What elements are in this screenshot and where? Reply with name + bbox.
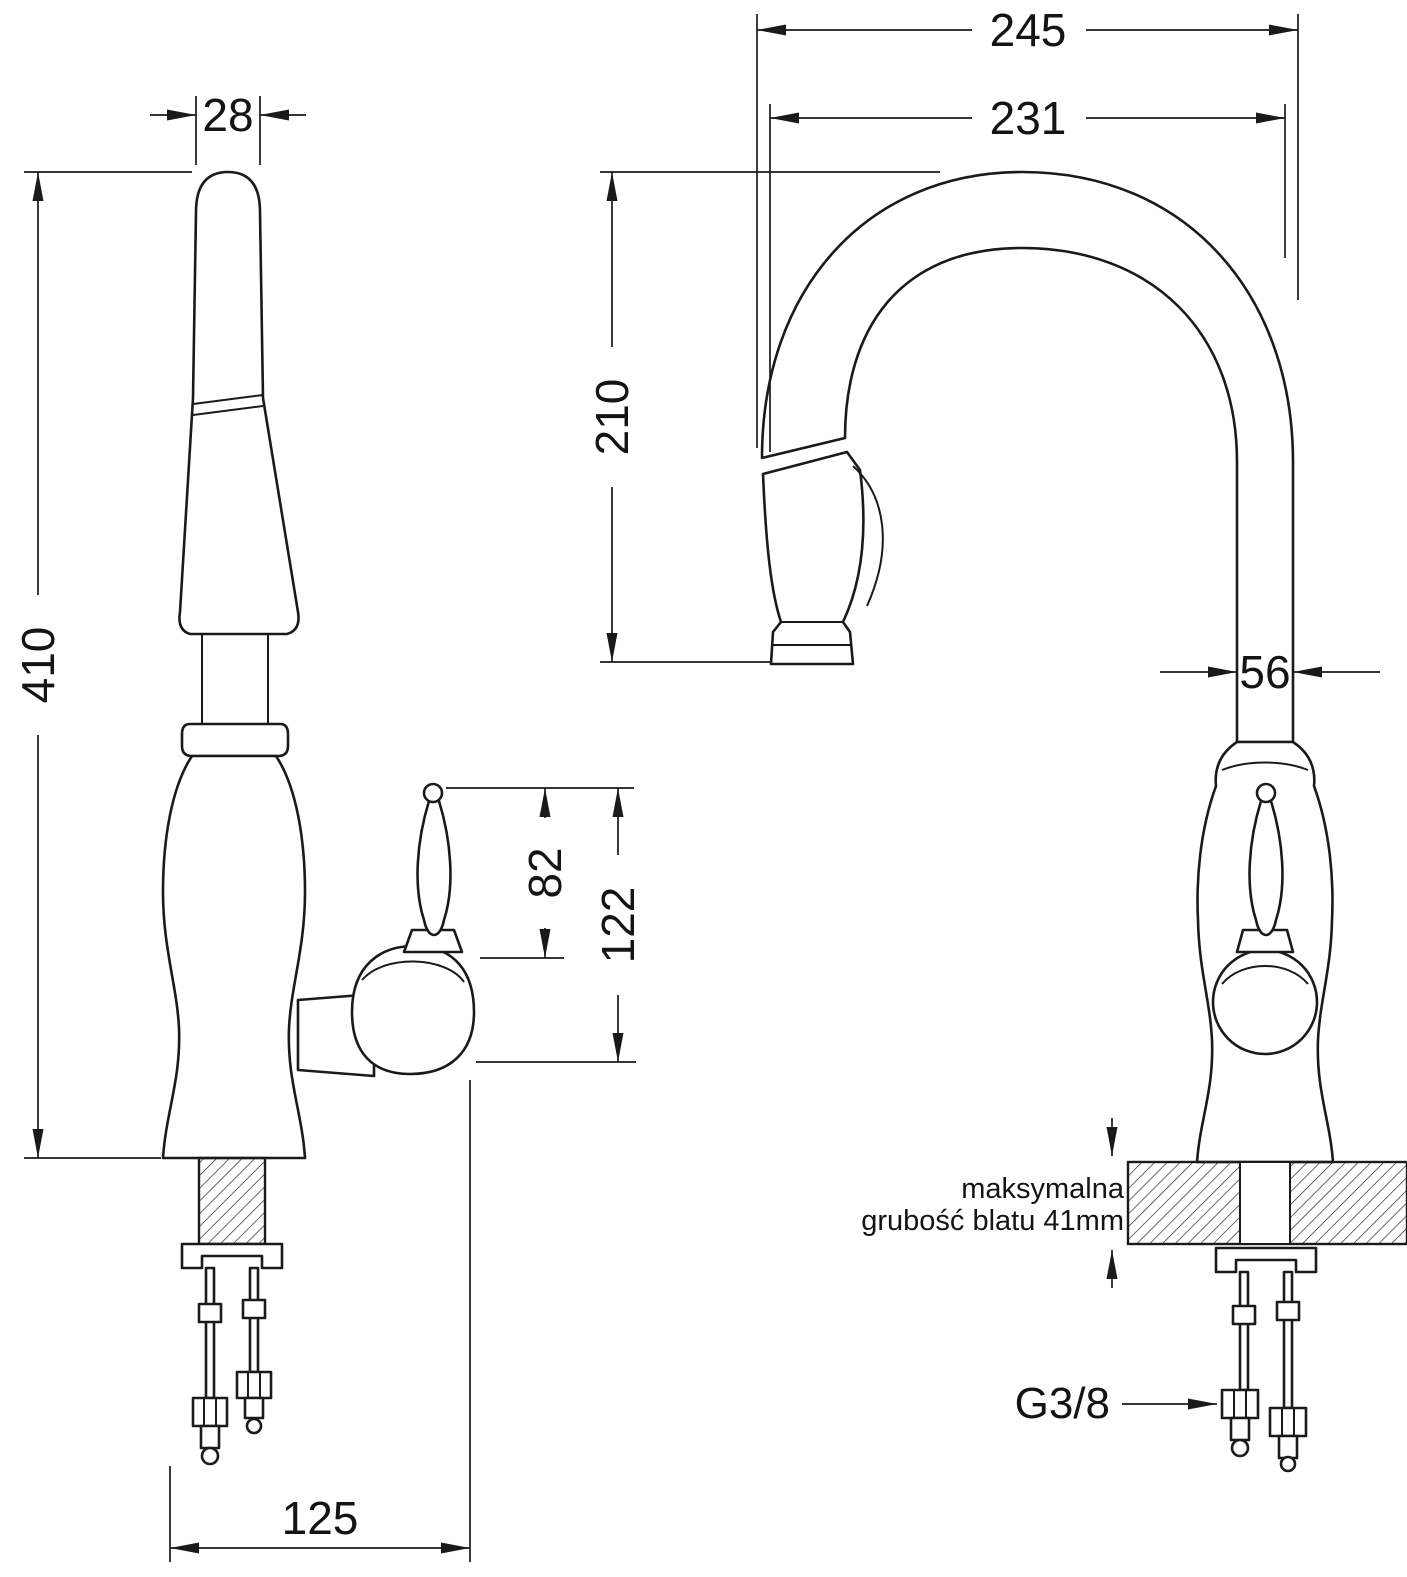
hose-tip-front-left xyxy=(1229,1416,1251,1442)
dim-label-overall-reach: 245 xyxy=(990,4,1067,56)
dim-label-spout-width: 28 xyxy=(202,89,253,141)
spray-grip-bump xyxy=(852,465,884,607)
neck-collar xyxy=(180,722,290,758)
lever-knob xyxy=(422,782,444,804)
dim-spout-height: 210 xyxy=(586,171,940,663)
label-backing xyxy=(586,347,638,487)
hose-hex-facets-front-right xyxy=(1281,1408,1295,1436)
body-collar-line xyxy=(1221,761,1309,771)
shank-through-counter-edges xyxy=(1239,1162,1291,1244)
side-view: 28 410 82 122 125 xyxy=(12,89,644,1562)
mounting-stud-front-right xyxy=(1282,1270,1294,1410)
stud-nut-front-right xyxy=(1275,1300,1301,1322)
mounting-bracket xyxy=(180,1242,284,1270)
lever-knob-front xyxy=(1255,782,1277,804)
shank-through-counter xyxy=(1240,1163,1290,1243)
stud-nut-front-left xyxy=(1231,1304,1257,1326)
hose-hex-nut-front-left xyxy=(1220,1388,1260,1420)
ball-joint-seam xyxy=(361,960,465,983)
extension-lines xyxy=(195,96,261,165)
hose-tip-right xyxy=(243,1396,265,1420)
dim-total-height: 410 xyxy=(12,171,192,1159)
dim-label-total-height: 410 xyxy=(12,627,64,704)
faucet-body xyxy=(161,754,307,1160)
hose-end-right xyxy=(245,1417,263,1435)
mounting-bracket-front xyxy=(1214,1246,1318,1274)
label-backing xyxy=(592,855,644,995)
stud-nut-left xyxy=(197,1302,223,1324)
spout-upper xyxy=(178,170,300,636)
countertop-thickness-note: maksymalna grubość blatu 41mm xyxy=(861,1118,1125,1288)
dim-label-handle-height: 122 xyxy=(592,887,644,964)
counter-note-line1: maksymalna xyxy=(961,1173,1125,1205)
label-backing xyxy=(519,818,571,928)
thread-callout: G3/8 xyxy=(1015,1379,1217,1428)
lever-handle xyxy=(416,799,452,937)
dim-label-column-width: 56 xyxy=(1239,646,1290,698)
hose-end-front-right xyxy=(1279,1455,1297,1473)
dim-overall-reach: 245 xyxy=(756,4,1299,448)
hose-tip-left xyxy=(199,1424,221,1450)
hose-end-left xyxy=(200,1446,220,1466)
extension-lines xyxy=(600,171,940,663)
hose-hex-nut-front-right xyxy=(1268,1406,1308,1438)
dim-label-spout-reach: 231 xyxy=(990,92,1067,144)
hose-hex-nut-left xyxy=(191,1396,229,1428)
dim-lever-height: 82 xyxy=(446,787,634,959)
dim-label-base-width: 125 xyxy=(282,1492,359,1544)
label-backing xyxy=(12,595,64,735)
front-view: 245 231 210 56 maksymalna grubość bl xyxy=(586,4,1407,1473)
mounting-stud-right xyxy=(248,1266,260,1374)
hose-hex-facets-left xyxy=(203,1398,217,1426)
lever-handle-front xyxy=(1248,799,1284,937)
counter-note-line2: grubość blatu 41mm xyxy=(861,1205,1124,1237)
extension-lines xyxy=(769,104,1286,452)
dim-label-spout-height: 210 xyxy=(586,379,638,456)
dim-handle-height: 122 xyxy=(476,788,644,1063)
faucet-front-profile xyxy=(760,170,1407,1473)
dim-base-width: 125 xyxy=(169,1080,471,1562)
hose-end-front-left xyxy=(1230,1438,1250,1458)
neck xyxy=(201,634,269,724)
hose-hex-facets-front-left xyxy=(1233,1390,1247,1418)
handle-dome-seam xyxy=(1221,965,1309,985)
extension-lines xyxy=(24,171,192,1159)
threaded-shank xyxy=(197,1156,267,1246)
dim-spout-width: 28 xyxy=(150,89,306,165)
mounting-stud-left xyxy=(204,1266,216,1400)
spout-seam xyxy=(192,394,264,416)
dim-column-width: 56 xyxy=(1160,646,1380,698)
faucet-side-profile xyxy=(161,170,476,1466)
extension-lines xyxy=(756,14,1299,448)
pullout-spray-head xyxy=(761,450,865,666)
dim-spout-reach: 231 xyxy=(769,92,1286,452)
hose-tip-front-right xyxy=(1277,1434,1299,1460)
hose-hex-facets-right xyxy=(247,1372,261,1398)
gooseneck-spout xyxy=(760,170,1295,744)
dim-label-lever-height: 82 xyxy=(519,847,571,898)
handle-ball-joint xyxy=(350,944,476,1076)
mounting-stud-front-left xyxy=(1238,1270,1250,1392)
stud-nut-right xyxy=(241,1298,267,1320)
thread-label: G3/8 xyxy=(1015,1379,1110,1428)
hose-hex-nut-right xyxy=(235,1370,273,1400)
